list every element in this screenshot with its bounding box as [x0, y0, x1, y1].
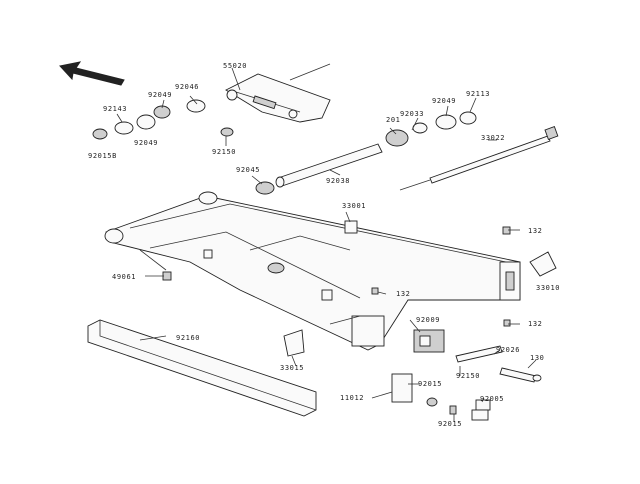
- chain-guide-part: [225, 63, 331, 123]
- swingarm-body: [104, 191, 521, 351]
- part-label: 92150: [456, 372, 480, 380]
- part-label: 92005: [480, 395, 504, 403]
- part-label: 92038: [326, 177, 350, 185]
- part-label: 49061: [112, 273, 136, 281]
- part-label: 92143: [103, 105, 127, 113]
- part-label: 33015: [280, 364, 304, 372]
- bushing-part: [255, 181, 275, 195]
- part-label: 92160: [176, 334, 200, 342]
- part-label: 92009: [416, 316, 440, 324]
- part-label: 92113: [466, 90, 490, 98]
- part-label: 92015: [438, 420, 462, 428]
- part-label: 92049: [432, 97, 456, 105]
- bolt-parts: [162, 226, 511, 327]
- part-label: 33010: [536, 284, 560, 292]
- front-direction-arrow: [59, 61, 125, 86]
- pivot-bolt-part: [399, 126, 559, 191]
- caliper-bracket-part: [529, 251, 557, 277]
- part-label: 33022: [481, 134, 505, 142]
- part-label: 92049: [134, 139, 158, 147]
- part-label: 92045: [236, 166, 260, 174]
- part-label: 132: [528, 320, 542, 328]
- part-label: 92046: [175, 83, 199, 91]
- part-label: 132: [396, 290, 410, 298]
- left-pivot-bearings: [92, 99, 234, 140]
- part-label: 92150: [212, 148, 236, 156]
- part-label: 92033: [400, 110, 424, 118]
- chain-slider-part: [87, 319, 317, 417]
- part-label: 55020: [223, 62, 247, 70]
- part-label: 92049: [148, 91, 172, 99]
- part-label: 92015: [418, 380, 442, 388]
- part-label: 130: [530, 354, 544, 362]
- right-pivot-bearings: [385, 111, 477, 147]
- pivot-sleeve-part: [275, 143, 383, 188]
- part-label: 92026: [496, 346, 520, 354]
- small-hardware-parts: [283, 329, 542, 421]
- part-label: 11012: [340, 394, 364, 402]
- part-number-labels: 55020 92046 92049 92143 92049 92113 9203…: [88, 62, 560, 428]
- part-label: 132: [528, 227, 542, 235]
- leader-lines: [116, 67, 537, 422]
- part-label: 33001: [342, 202, 366, 210]
- part-label: 92015B: [88, 152, 117, 160]
- part-label: 201: [386, 116, 400, 124]
